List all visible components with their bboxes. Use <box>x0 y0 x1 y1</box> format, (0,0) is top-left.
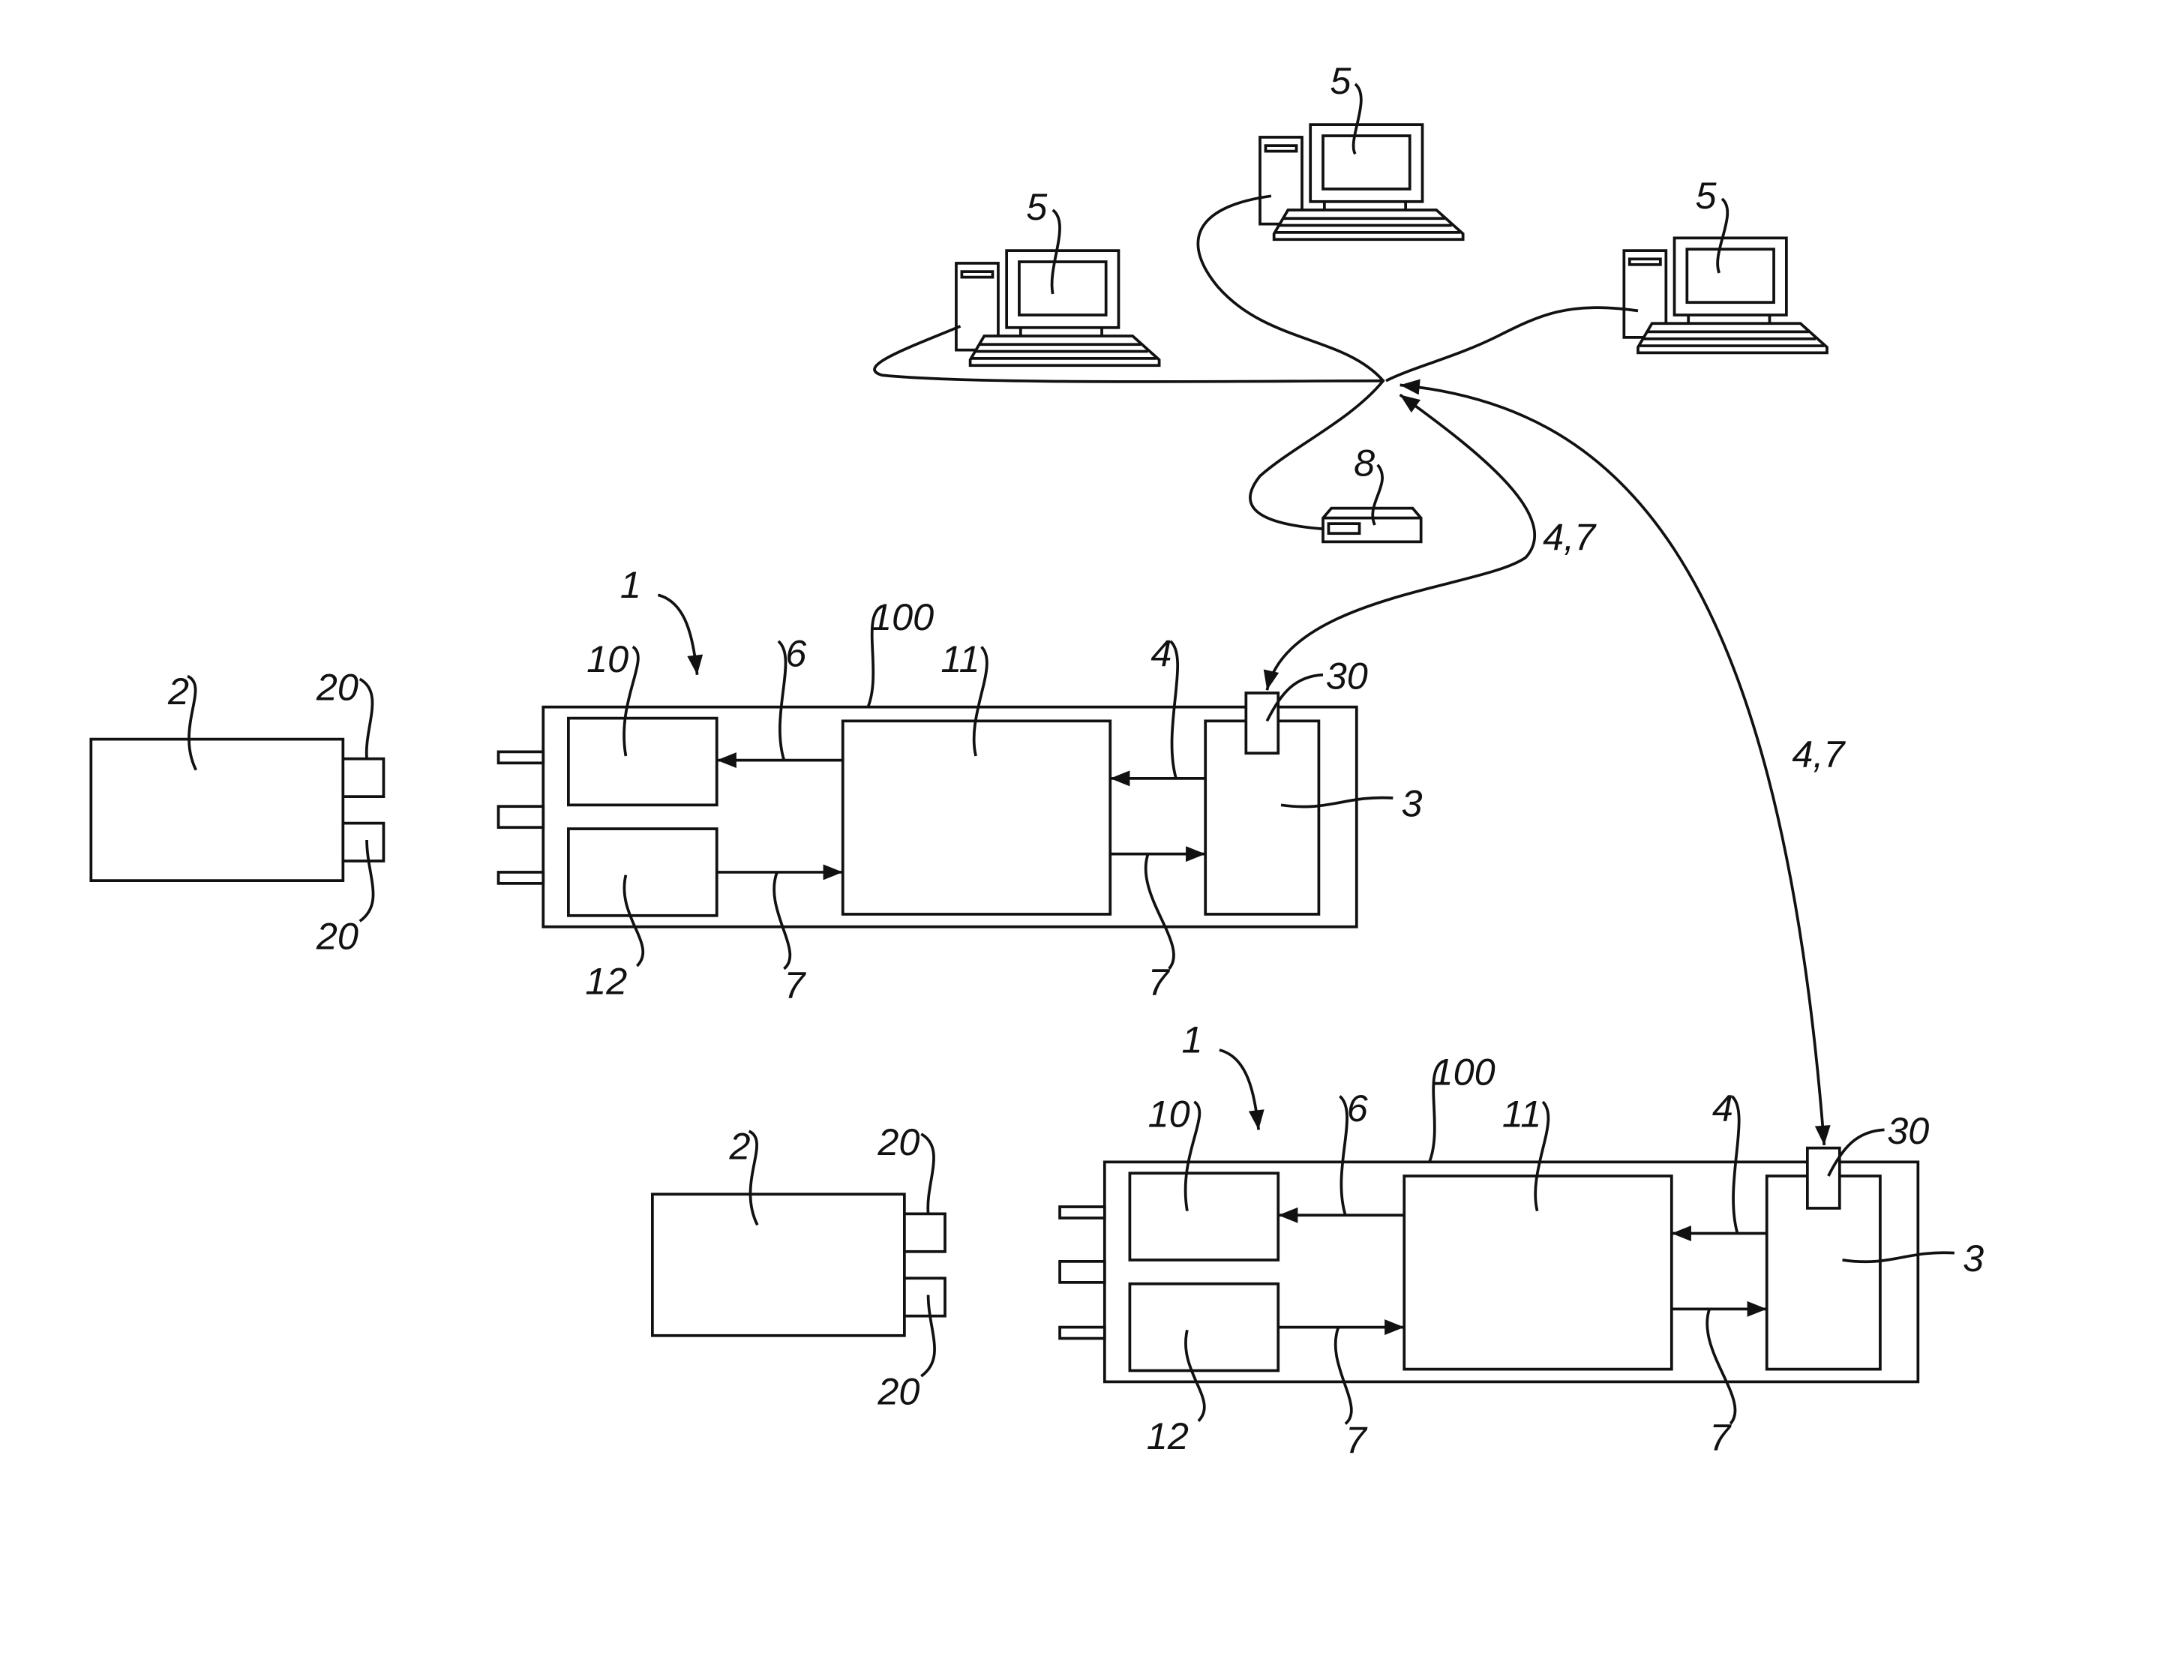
system-1-top <box>91 595 1393 968</box>
label-connector: 20 <box>316 915 358 958</box>
label-unit12: 12 <box>1147 1414 1189 1457</box>
labels-module-bottom: 1 100 10 6 11 4 30 3 12 7 7 2 20 20 <box>729 1018 1984 1462</box>
cable-top-router <box>1196 194 1385 531</box>
label-system: 1 <box>1181 1018 1202 1061</box>
label-unit12: 12 <box>585 959 627 1002</box>
label-connector: 20 <box>877 1370 920 1412</box>
label-system: 1 <box>620 563 641 606</box>
label-computer: 5 <box>1026 185 1048 228</box>
label-device: 2 <box>729 1125 751 1168</box>
label-link: 4,7 <box>1792 733 1846 776</box>
link-4-7-module2 <box>1400 379 1831 1146</box>
label-router: 8 <box>1354 442 1375 484</box>
label-unit11: 11 <box>940 638 980 680</box>
cable-left <box>873 325 1384 383</box>
cable-right <box>1385 306 1639 382</box>
label-signal7: 7 <box>1709 1416 1732 1459</box>
label-computer: 5 <box>1696 174 1718 217</box>
computer-top <box>1258 123 1465 242</box>
label-unit10: 10 <box>586 638 628 680</box>
label-signal6: 6 <box>1347 1087 1369 1130</box>
computer-right <box>1622 236 1828 355</box>
label-connector: 20 <box>877 1120 920 1163</box>
computer-left <box>955 249 1161 368</box>
label-signal7: 7 <box>1346 1419 1368 1462</box>
label-housing: 100 <box>871 596 934 638</box>
label-signal6: 6 <box>785 632 807 675</box>
label-antenna: 30 <box>1887 1109 1929 1152</box>
label-device: 2 <box>167 670 189 712</box>
label-housing: 100 <box>1432 1051 1496 1094</box>
label-antenna: 30 <box>1326 654 1368 697</box>
label-signal4: 4 <box>1712 1087 1733 1130</box>
label-unit3: 3 <box>1963 1237 1984 1280</box>
label-connector: 20 <box>316 665 358 708</box>
labels-module-top: 1 100 10 6 11 4 30 3 12 7 7 2 20 20 <box>167 563 1423 1006</box>
label-signal4: 4 <box>1150 632 1172 675</box>
system-1-bottom <box>652 1050 1954 1424</box>
label-unit11: 11 <box>1502 1093 1541 1136</box>
label-computer: 5 <box>1330 59 1352 102</box>
label-signal7: 7 <box>784 964 806 1006</box>
label-unit10: 10 <box>1148 1093 1190 1136</box>
label-link: 4,7 <box>1543 516 1597 559</box>
label-unit3: 3 <box>1402 782 1423 824</box>
label-signal7: 7 <box>1148 961 1171 1004</box>
